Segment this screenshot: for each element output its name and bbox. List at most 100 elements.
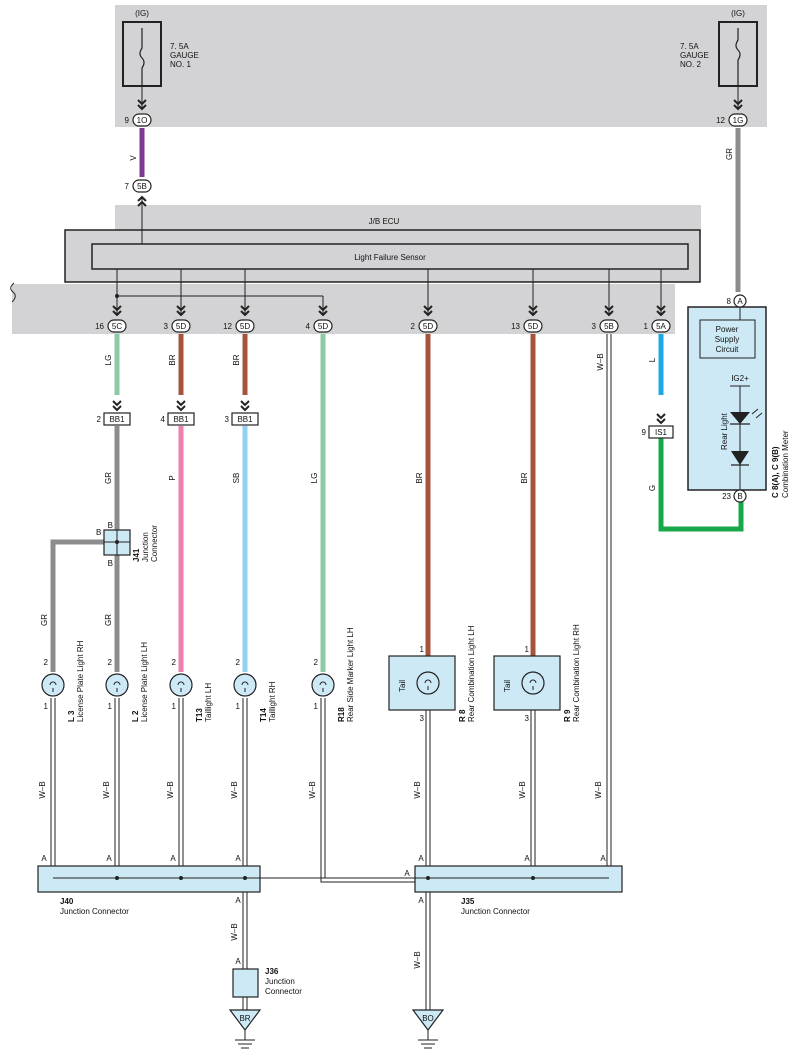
t14-code: T14: [259, 708, 268, 722]
power-supply-circuit-box: [699, 319, 756, 359]
ig-right-label: (IG): [731, 9, 745, 18]
svg-text:1: 1: [644, 322, 649, 331]
conn-5d-2: 5D: [240, 322, 250, 331]
conn-is1: IS1: [655, 428, 668, 437]
svg-text:P: P: [168, 475, 177, 480]
svg-text:SB: SB: [232, 473, 241, 484]
ig-left-label: (IG): [135, 9, 149, 18]
svg-text:W–B: W–B: [594, 781, 603, 798]
j40-connector: [37, 865, 261, 893]
rear-light-label: Rear Light: [720, 412, 729, 450]
l3-name: License Plate Light RH: [76, 640, 85, 722]
fuse-gauge-no1-icon: [139, 28, 145, 86]
j36-connector: [232, 968, 259, 998]
svg-text:A: A: [235, 957, 241, 966]
fuse-left-name2: NO. 1: [170, 60, 191, 69]
wire-color-labels: V GR LG BR BR GR P SB LG BR BR W–B L G G…: [38, 148, 734, 969]
power-band: [115, 5, 767, 127]
svg-text:2: 2: [44, 658, 49, 667]
svg-text:1: 1: [525, 645, 530, 654]
colored-wires: [50, 128, 744, 672]
svg-text:2: 2: [97, 415, 102, 424]
meter-name: Combination Meter: [781, 430, 790, 498]
svg-text:BR: BR: [168, 354, 177, 365]
svg-text:A: A: [170, 854, 176, 863]
svg-text:1: 1: [44, 702, 49, 711]
svg-text:GR: GR: [40, 614, 49, 626]
svg-text:BR: BR: [520, 472, 529, 483]
led-emission-icon: [751, 408, 763, 419]
l2-code: L 2: [131, 710, 140, 722]
j41-code: J41: [132, 548, 141, 562]
svg-text:3: 3: [164, 322, 169, 331]
j40-name: Junction Connector: [60, 907, 129, 916]
conn-5c: 5C: [112, 322, 122, 331]
internal-lines: [116, 86, 739, 314]
svg-text:W–B: W–B: [230, 781, 239, 798]
svg-text:16: 16: [95, 322, 104, 331]
svg-text:3: 3: [420, 714, 425, 723]
r9-name: Rear Combination Light RH: [572, 624, 581, 722]
r8-code: R 8: [458, 709, 467, 722]
connector-ovals: [107, 113, 748, 503]
svg-text:A: A: [418, 854, 424, 863]
svg-text:2: 2: [411, 322, 416, 331]
svg-text:W–B: W–B: [166, 781, 175, 798]
connector-codes: 1O 1G 5B 5C 5D 5D 5D 5D 5D 5B 5A BB1 BB1…: [109, 116, 743, 501]
svg-text:A: A: [404, 869, 410, 878]
svg-text:1: 1: [420, 645, 425, 654]
conn-5d-1: 5D: [176, 322, 186, 331]
j36-name1: Junction: [265, 977, 295, 986]
light-failure-sensor-label: Light Failure Sensor: [354, 253, 426, 262]
j41-pin-b1: B: [96, 528, 101, 537]
fuse-right-name1: GAUGE: [680, 51, 709, 60]
pin-numbers: 9 12 7 16 3 12 4 2 13 3 1 2 4 3 9 8 23 2…: [44, 116, 732, 723]
connector-arrows: [112, 99, 743, 425]
fuse-left-name1: GAUGE: [170, 51, 199, 60]
svg-text:3: 3: [225, 415, 230, 424]
svg-text:3: 3: [592, 322, 597, 331]
svg-text:L: L: [648, 357, 657, 362]
svg-text:3: 3: [525, 714, 530, 723]
t13-name: Taillight LH: [204, 683, 213, 722]
svg-text:BR: BR: [232, 354, 241, 365]
t13-code: T13: [195, 708, 204, 722]
svg-text:G: G: [648, 485, 657, 491]
connector-boxes: [103, 412, 674, 439]
svg-text:A: A: [235, 854, 241, 863]
svg-text:13: 13: [511, 322, 520, 331]
light-failure-sensor-box: [91, 243, 689, 270]
conn-5d-5: 5D: [528, 322, 538, 331]
r9-code: R 9: [563, 709, 572, 722]
svg-text:8: 8: [727, 297, 732, 306]
svg-text:LG: LG: [104, 355, 113, 366]
svg-text:4: 4: [161, 415, 166, 424]
svg-text:9: 9: [642, 428, 647, 437]
svg-text:W–B: W–B: [518, 781, 527, 798]
t14-name: Taillight RH: [268, 681, 277, 722]
j41-pin-b3: B: [108, 559, 113, 568]
svg-text:W–B: W–B: [230, 923, 239, 940]
j40-code: J40: [60, 897, 74, 906]
junction-a-labels: A A A A A A A A A A A: [41, 854, 606, 966]
diode-icon: [731, 451, 749, 465]
svg-text:W–B: W–B: [102, 781, 111, 798]
svg-text:1: 1: [108, 702, 113, 711]
r18-code: R18: [337, 707, 346, 722]
svg-text:A: A: [41, 854, 47, 863]
svg-text:2: 2: [172, 658, 177, 667]
svg-text:A: A: [524, 854, 530, 863]
svg-text:W–B: W–B: [596, 353, 605, 370]
svg-text:7: 7: [125, 182, 130, 191]
break-symbol: [10, 282, 16, 303]
rear-light-led-icon: [730, 412, 750, 424]
svg-text:W–B: W–B: [413, 951, 422, 968]
fuse-left-amp: 7. 5A: [170, 42, 189, 51]
conn-bb1-c: BB1: [237, 415, 253, 424]
j35-code: J35: [461, 897, 475, 906]
svg-text:1: 1: [172, 702, 177, 711]
conn-b: B: [737, 492, 742, 501]
junction-dots: [115, 540, 535, 880]
j35-name: Junction Connector: [461, 907, 530, 916]
svg-text:W–B: W–B: [413, 781, 422, 798]
